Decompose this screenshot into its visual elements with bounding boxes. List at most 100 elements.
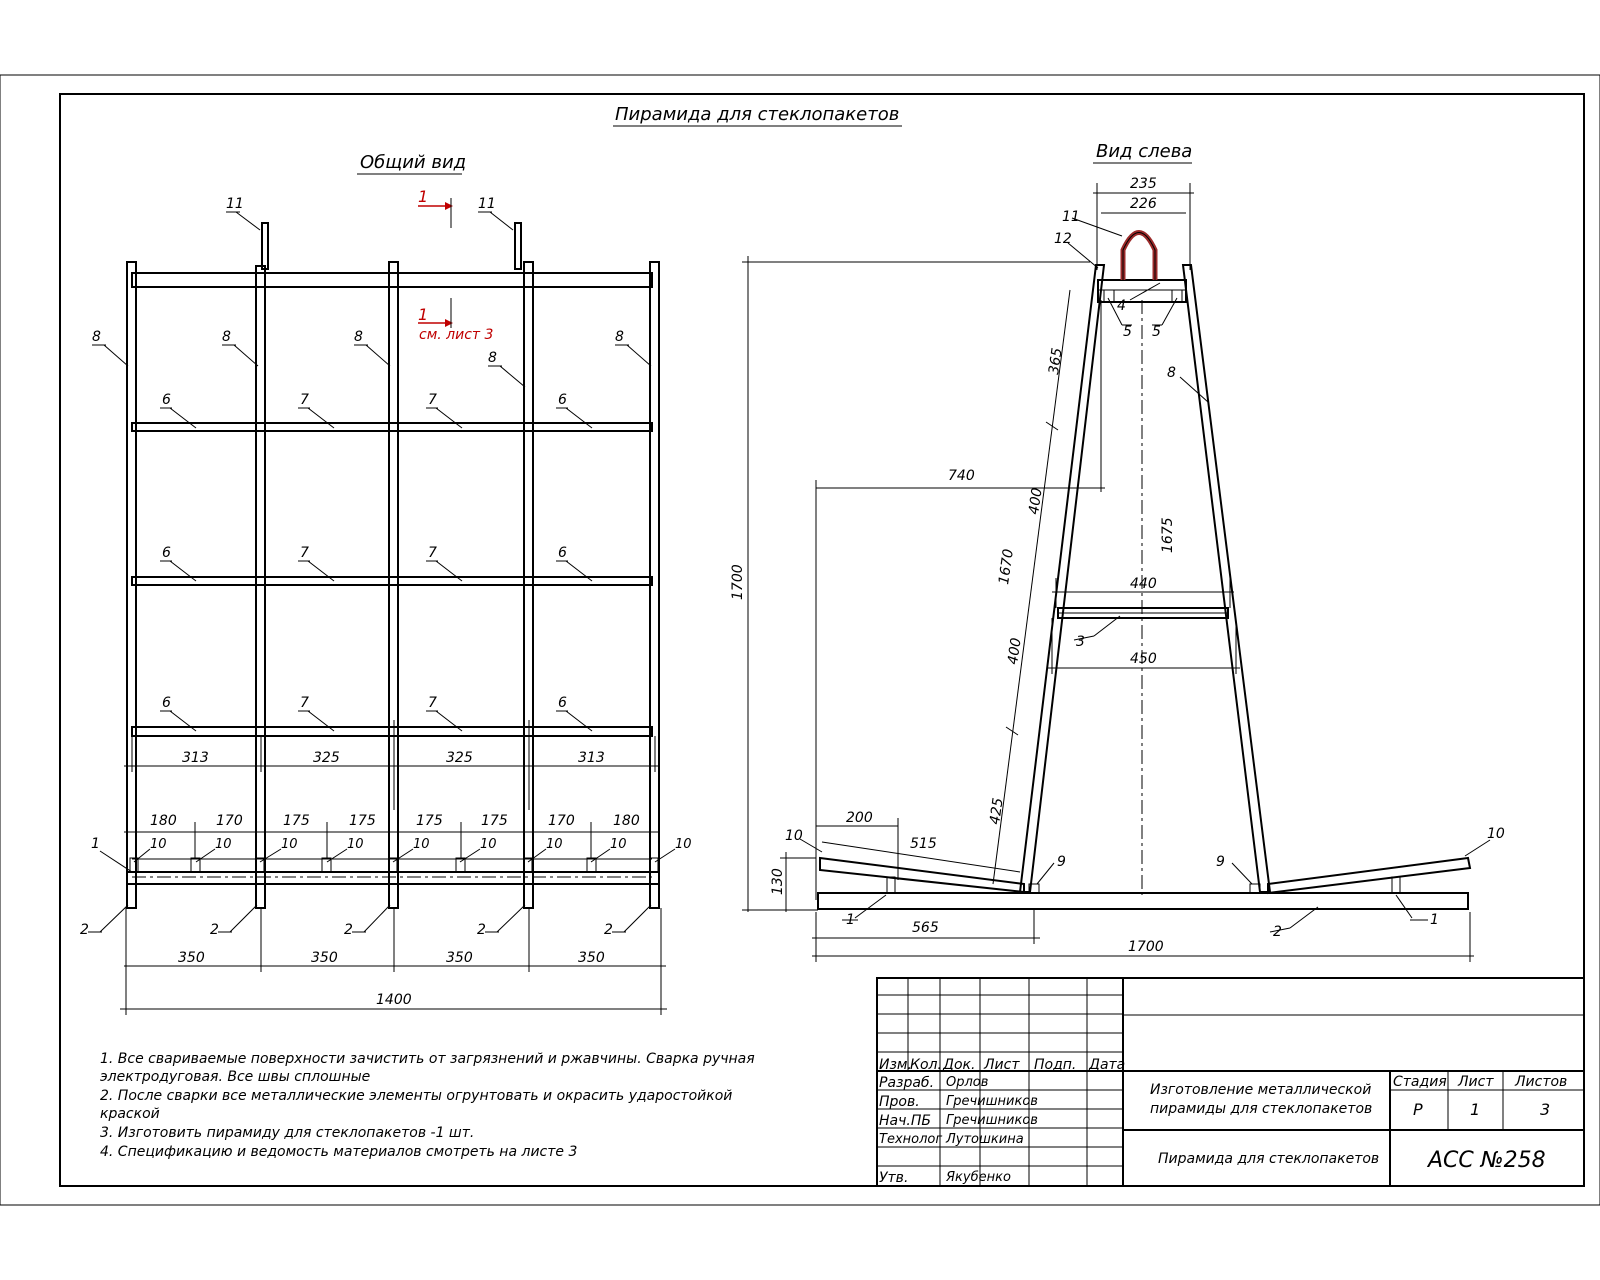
svg-text:10: 10	[785, 828, 803, 844]
svg-text:400: 400	[1026, 487, 1046, 516]
svg-text:Пров.: Пров.	[879, 1094, 920, 1110]
general-notes: 1. Все свариваемые поверхности зачистить…	[100, 1051, 755, 1160]
svg-text:425: 425	[987, 797, 1007, 826]
svg-text:6: 6	[558, 545, 567, 561]
svg-text:Якубенко: Якубенко	[945, 1170, 1011, 1185]
svg-text:175: 175	[481, 813, 508, 829]
svg-text:1700: 1700	[730, 564, 746, 600]
svg-text:313: 313	[182, 750, 209, 766]
svg-text:450: 450	[1130, 651, 1157, 667]
tb-header-data: Дата	[1088, 1057, 1125, 1073]
side-view: Вид слева 235 226	[730, 141, 1505, 962]
svg-text:325: 325	[313, 750, 340, 766]
sheet-title: Пирамида для стеклопакетов	[615, 104, 899, 125]
svg-text:7: 7	[428, 695, 437, 711]
svg-text:7: 7	[428, 545, 437, 561]
svg-text:7: 7	[300, 695, 309, 711]
svg-text:Лутошкина: Лутошкина	[945, 1132, 1024, 1147]
svg-text:11: 11	[1062, 209, 1080, 225]
side-view-title: Вид слева	[1096, 141, 1192, 162]
svg-text:1700: 1700	[1128, 939, 1164, 955]
svg-text:Гречишников: Гречишников	[946, 1094, 1038, 1109]
svg-text:226: 226	[1130, 196, 1157, 212]
svg-text:175: 175	[349, 813, 376, 829]
front-dimensions: 313 325 325 313 180 170 175 175 175 175 …	[120, 736, 667, 1015]
svg-text:350: 350	[446, 950, 473, 966]
svg-text:350: 350	[311, 950, 338, 966]
svg-text:7: 7	[428, 392, 437, 408]
side-leaders: 11 12 4 5 5 8 3 9 9 10 10 1 1 2	[785, 209, 1505, 940]
drawing-frame	[59, 93, 1585, 1187]
svg-text:9: 9	[1216, 854, 1225, 870]
tb-project-line1: Изготовление металлической	[1150, 1082, 1371, 1098]
svg-text:10: 10	[675, 837, 692, 852]
svg-text:565: 565	[912, 920, 939, 936]
svg-text:350: 350	[578, 950, 605, 966]
tb-header-list: Лист	[983, 1057, 1020, 1073]
svg-text:8: 8	[615, 329, 624, 345]
tb-header-izm: Изм.	[879, 1057, 912, 1073]
tb-sheets: 3	[1540, 1100, 1550, 1119]
side-dimensions: 235 226 1700 740 365 400 1670 400 425 16…	[730, 176, 1474, 962]
svg-text:1: 1	[846, 912, 855, 928]
svg-text:6: 6	[558, 695, 567, 711]
svg-text:4. Спецификацию и ведомость м: 4. Спецификацию и ведомость материалов с…	[100, 1144, 577, 1160]
svg-text:11: 11	[478, 196, 496, 212]
tb-sheet-label: Лист	[1457, 1074, 1494, 1090]
title-block: Изм. Кол. Док. Лист Подп. Дата Разраб. О…	[876, 977, 1585, 1187]
svg-text:313: 313	[578, 750, 605, 766]
svg-text:235: 235	[1130, 176, 1157, 192]
svg-text:7: 7	[300, 392, 309, 408]
section-reference: см. лист 3	[419, 327, 493, 343]
svg-text:1. Все свариваемые поверхност: 1. Все свариваемые поверхности зачистить…	[100, 1051, 755, 1067]
svg-text:365: 365	[1046, 347, 1066, 376]
tb-sheet: 1	[1470, 1100, 1480, 1119]
tb-header-kol: Кол.	[910, 1057, 942, 1073]
svg-text:10: 10	[546, 837, 563, 852]
svg-text:10: 10	[281, 837, 298, 852]
svg-text:175: 175	[416, 813, 443, 829]
tb-sheets-label: Листов	[1514, 1074, 1567, 1090]
svg-text:6: 6	[558, 392, 567, 408]
svg-text:электродуговая. Все швы сплошн: электродуговая. Все швы сплошные	[100, 1069, 370, 1085]
svg-text:170: 170	[548, 813, 575, 829]
front-view-title: Общий вид	[360, 152, 466, 173]
front-leaders: 11 11 8 8 8 8 8 6 7 7 6 6 7	[80, 196, 692, 938]
svg-text:1: 1	[91, 836, 100, 852]
svg-text:6: 6	[162, 545, 171, 561]
tb-header-podp: Подп.	[1034, 1057, 1076, 1073]
svg-text:8: 8	[222, 329, 231, 345]
svg-text:2. После сварки все металличе: 2. После сварки все металлические элемен…	[100, 1088, 732, 1104]
svg-text:Разраб.: Разраб.	[879, 1075, 934, 1091]
svg-text:2: 2	[80, 922, 89, 938]
svg-text:350: 350	[178, 950, 205, 966]
svg-text:8: 8	[92, 329, 101, 345]
svg-text:2: 2	[604, 922, 613, 938]
svg-text:175: 175	[283, 813, 310, 829]
svg-text:400: 400	[1005, 637, 1025, 666]
tb-stage: Р	[1413, 1100, 1423, 1119]
svg-text:2: 2	[344, 922, 353, 938]
svg-text:740: 740	[948, 468, 975, 484]
svg-text:2: 2	[1273, 924, 1282, 940]
svg-text:Утв.: Утв.	[879, 1170, 908, 1186]
svg-text:515: 515	[910, 836, 937, 852]
svg-text:10: 10	[215, 837, 232, 852]
svg-text:1670: 1670	[996, 548, 1017, 586]
svg-text:6: 6	[162, 695, 171, 711]
tb-header-dok: Док.	[942, 1057, 975, 1073]
svg-text:440: 440	[1130, 576, 1157, 592]
svg-text:8: 8	[488, 350, 497, 366]
svg-text:краской: краской	[100, 1106, 160, 1122]
svg-text:6: 6	[162, 392, 171, 408]
svg-text:Гречишников: Гречишников	[946, 1113, 1038, 1128]
svg-text:11: 11	[226, 196, 244, 212]
svg-text:10: 10	[413, 837, 430, 852]
front-view: Общий вид	[80, 152, 692, 1015]
svg-text:10: 10	[1487, 826, 1505, 842]
svg-text:10: 10	[347, 837, 364, 852]
section-mark-top: 1	[418, 187, 428, 206]
svg-text:1400: 1400	[376, 992, 412, 1008]
svg-text:200: 200	[846, 810, 873, 826]
